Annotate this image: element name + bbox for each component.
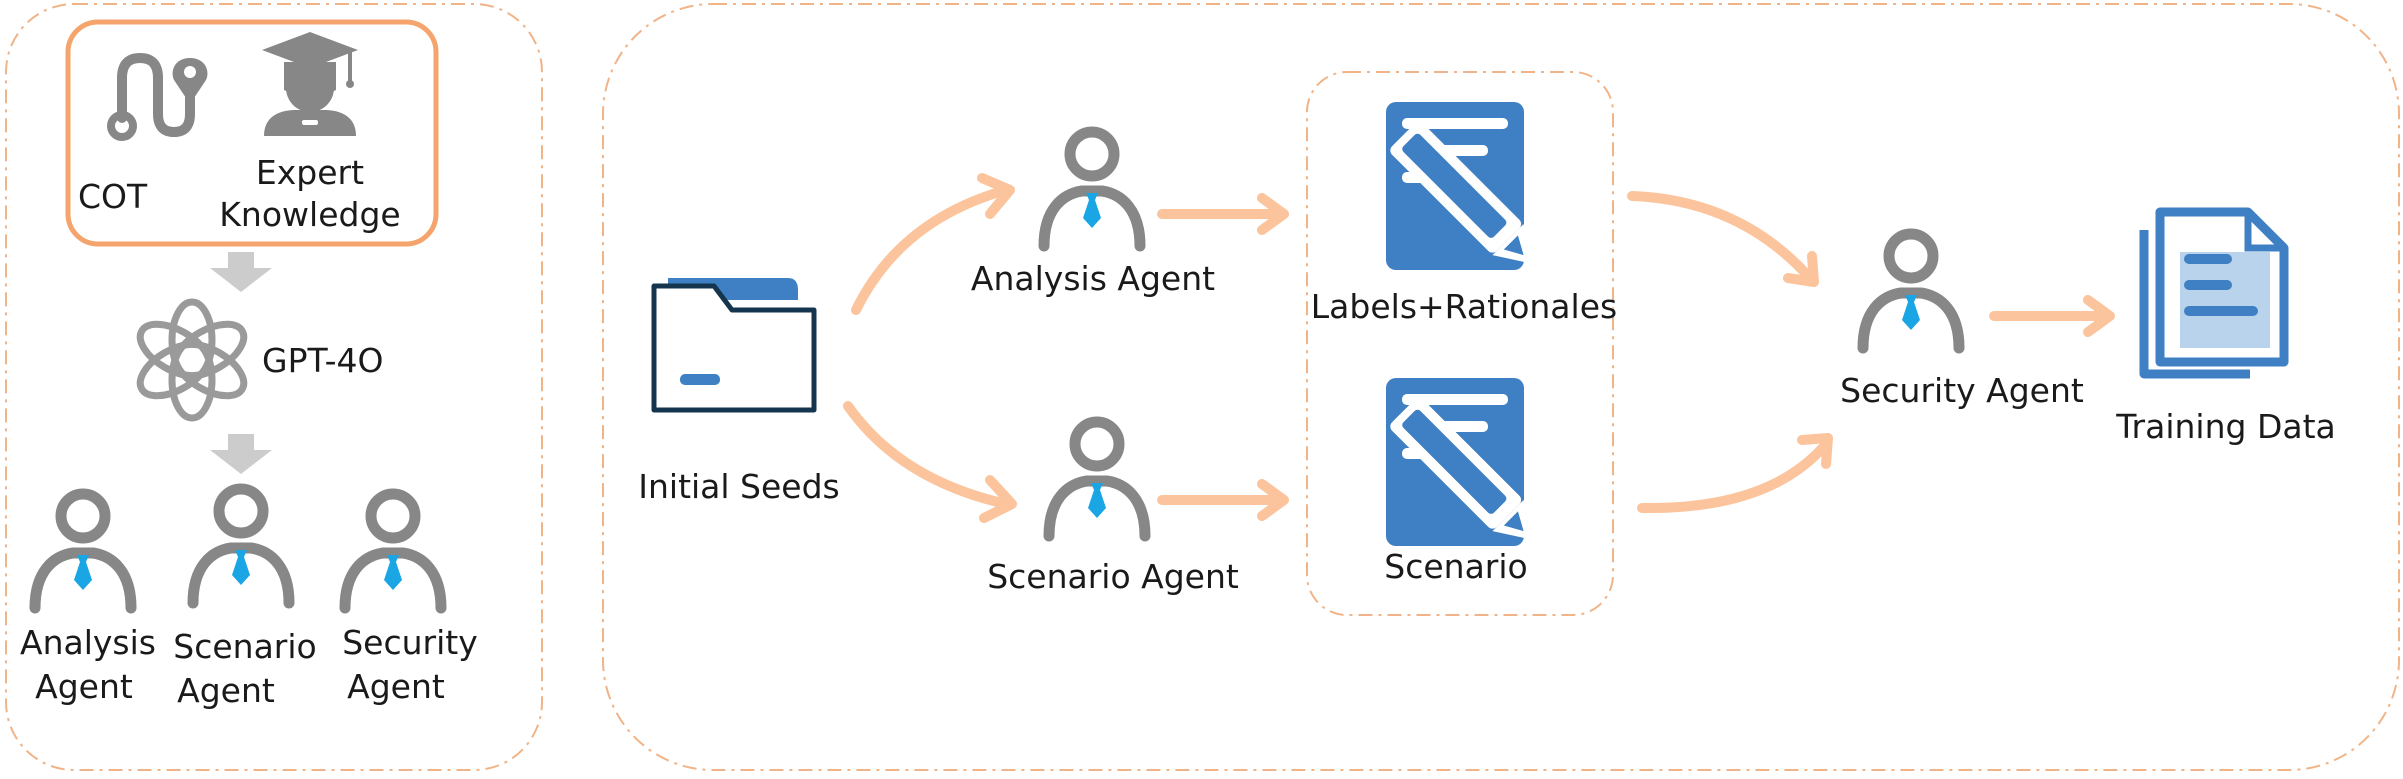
pipeline-frame [602,3,2400,771]
outputs-group-frame [1306,71,1614,616]
graduate-icon [262,32,358,136]
analysis-agent-icon [35,494,131,608]
flow-arrow-head [1797,433,1833,469]
flow-arrow [1627,191,1815,283]
left-panel-frame [5,3,543,771]
flow-arrow [851,185,1011,315]
scenario-agent-icon [1049,422,1145,536]
flow-arrow-head [1257,479,1289,521]
left-agent-label-line2: Agent [347,667,445,706]
security-agent-icon [1863,234,1959,348]
model-label: GPT-4O [262,341,383,380]
expert-label-line1: Expert [256,153,364,192]
route-pin-icon [107,52,208,141]
knowledge-box [65,19,439,247]
security-agent-label: Security Agent [1840,371,2084,410]
flow-arrow-head [977,173,1015,219]
left-agent-label-line2: Agent [35,667,133,706]
labels-rationales-label: Labels+Rationales [1311,287,1617,326]
scenario-agent-label: Scenario Agent [987,557,1239,596]
left-agent-label-line1: Security [342,623,478,662]
flow-arrow-head [979,475,1017,523]
training-data-icon [2139,207,2289,379]
openai-logo-icon [136,298,248,422]
left-agent-label-line1: Analysis [20,623,156,662]
cot-label: COT [78,177,148,216]
left-agent-label-line2: Agent [177,671,275,710]
folder-icon [651,278,817,413]
flow-arrow-head [1257,193,1289,235]
down-arrow-icon [210,252,272,292]
flow-arrow-head [2083,295,2115,337]
left-agent-label-line1: Scenario [173,627,316,666]
scenario-doc-label: Scenario [1384,547,1527,586]
analysis-agent-label: Analysis Agent [971,259,1215,298]
flow-arrow [843,401,1011,509]
security-agent-icon [345,494,441,608]
flow-arrow [1637,439,1831,514]
training-data-label: Training Data [2115,407,2336,446]
scenario-document-icon [1386,378,1548,556]
analysis-agent-icon [1044,132,1140,246]
flow-arrow-head [1783,251,1819,287]
labels-document-icon [1386,102,1548,280]
down-arrow-icon [210,434,272,474]
scenario-agent-icon [193,489,289,603]
initial-seeds-label: Initial Seeds [638,467,840,506]
expert-label-line2: Knowledge [219,195,400,234]
